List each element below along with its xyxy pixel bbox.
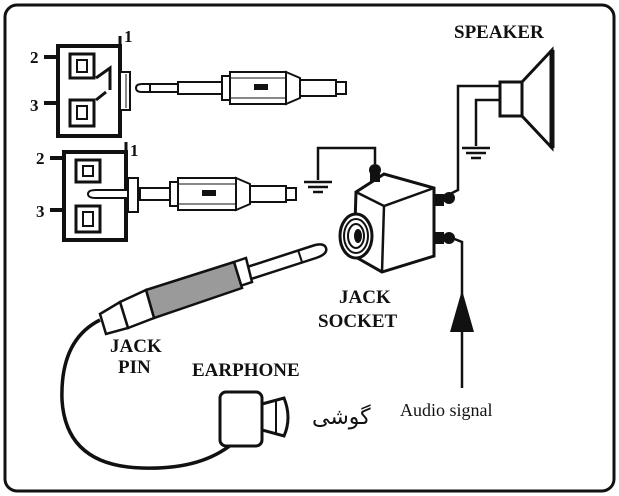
earphone-body bbox=[218, 390, 264, 448]
middle-terminal-3: 3 bbox=[36, 202, 45, 221]
speaker-label: SPEAKER bbox=[454, 22, 544, 43]
earphone-label: EARPHONE bbox=[192, 360, 300, 381]
outer-frame bbox=[3, 3, 616, 493]
top-terminal-2: 2 bbox=[30, 48, 39, 67]
top-plug bbox=[134, 70, 347, 106]
jack-socket: JACK SOCKET bbox=[304, 146, 455, 332]
speaker-cone bbox=[520, 46, 554, 152]
jack-pin-label-line1: JACK bbox=[110, 336, 162, 357]
jack-pin: JACK PIN bbox=[98, 243, 328, 378]
middle-terminal-1: 1 bbox=[130, 141, 139, 160]
jack-pin-label-line2: PIN bbox=[118, 357, 151, 378]
arrow-up-icon bbox=[450, 290, 474, 332]
speaker-magnet bbox=[498, 80, 524, 118]
audio-signal-input: Audio signal bbox=[400, 236, 493, 420]
audio-signal-label: Audio signal bbox=[400, 400, 493, 420]
middle-terminal-2: 2 bbox=[36, 149, 45, 168]
earphone-cable bbox=[60, 318, 234, 470]
top-socket-body bbox=[56, 44, 122, 138]
top-terminal-3: 3 bbox=[30, 96, 39, 115]
top-socket-diagram: 1 2 3 bbox=[30, 27, 347, 138]
jack-socket-label-line2: SOCKET bbox=[318, 311, 398, 332]
speaker: SPEAKER bbox=[445, 22, 555, 198]
top-terminal-1: 1 bbox=[124, 27, 133, 46]
earphone: EARPHONE گوشی bbox=[192, 360, 371, 448]
jack-socket-label-line1: JACK bbox=[339, 287, 391, 308]
earphone-persian-label: گوشی bbox=[312, 404, 371, 430]
middle-plug bbox=[86, 176, 297, 213]
middle-socket-diagram: 1 2 3 bbox=[36, 141, 297, 242]
